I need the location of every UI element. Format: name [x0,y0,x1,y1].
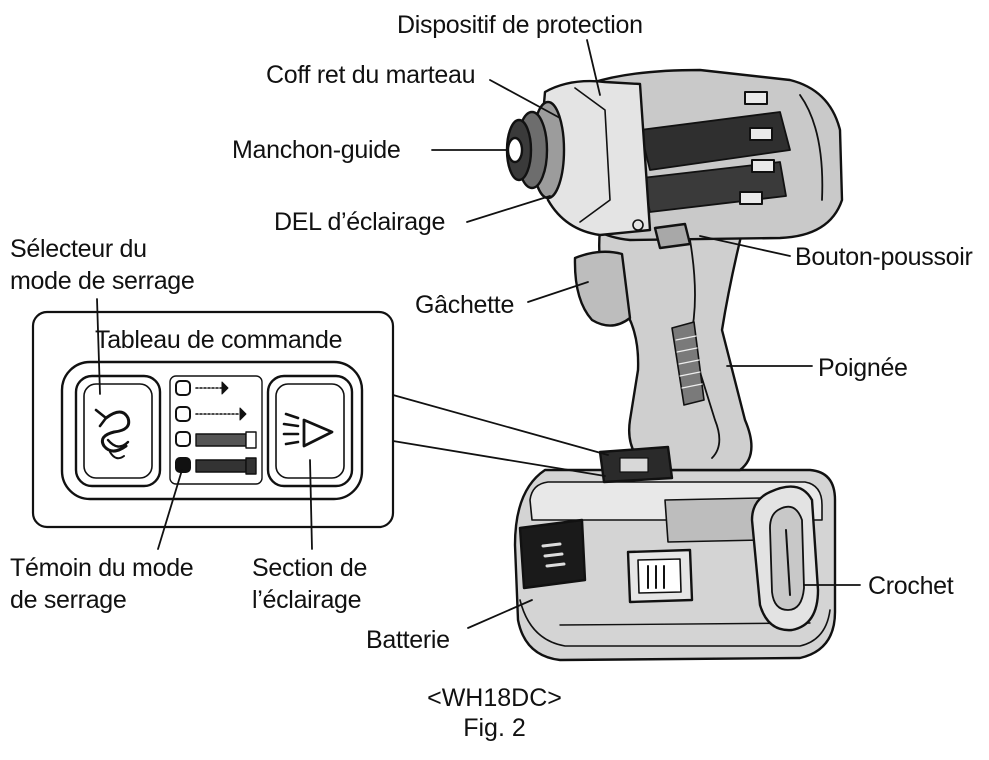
handle-illustration [598,213,753,484]
body-illustration [538,68,844,250]
belt-hook-illustration [750,485,820,632]
label-selecteur-line1: Sélecteur du [10,235,147,263]
model-caption: <WH18DC> [427,684,562,712]
label-poignee: Poignée [818,354,908,382]
label-tableau-de-commande: Tableau de commande [95,326,343,354]
label-coffret-du-marteau: Coff ret du marteau [266,61,476,89]
label-temoin-line2: de serrage [10,586,127,614]
label-batterie: Batterie [366,626,450,654]
label-crochet: Crochet [868,572,954,600]
label-gachette: Gâchette [415,291,515,319]
label-del-eclairage: DEL d’éclairage [274,208,446,236]
figure-caption: Fig. 2 [463,714,526,742]
leader-lines [96,39,861,629]
label-dispositif-de-protection: Dispositif de protection [397,11,643,39]
label-selecteur-line2: mode de serrage [10,267,195,295]
label-section-line2: l’éclairage [252,586,362,614]
label-bouton-poussoir: Bouton-poussoir [795,243,973,271]
label-manchon-guide: Manchon-guide [232,136,401,164]
label-temoin-line1: Témoin du mode [10,554,194,582]
guide-sleeve-illustration [505,100,566,200]
trigger-illustration [573,250,632,327]
control-panel-callout [31,310,395,529]
label-section-line1: Section de [252,554,368,582]
